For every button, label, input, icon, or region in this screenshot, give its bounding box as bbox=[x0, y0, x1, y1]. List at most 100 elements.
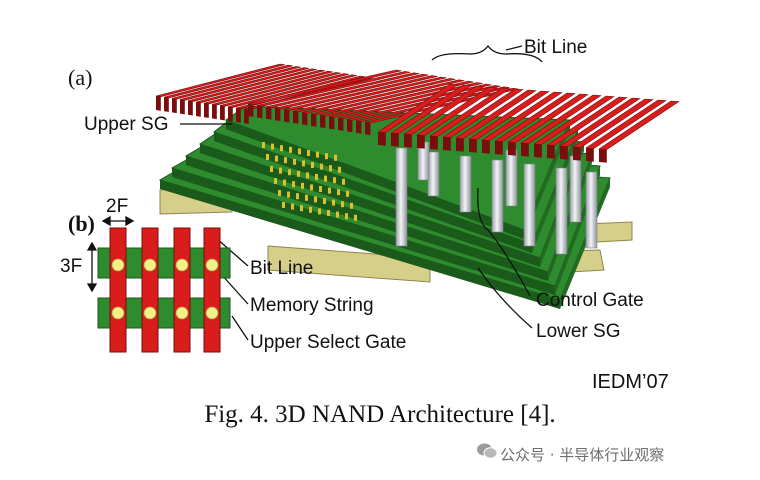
panel-b-string-dot bbox=[175, 306, 189, 320]
memory-string-dot bbox=[310, 184, 313, 191]
vertical-pillar bbox=[395, 147, 408, 247]
vertical-pillar bbox=[585, 171, 598, 249]
memory-string-dot bbox=[292, 181, 295, 188]
bit-line-right-bar-end bbox=[534, 144, 542, 158]
memory-string-dot bbox=[300, 205, 303, 212]
memory-string-dot bbox=[275, 155, 278, 162]
bit-line-right-bar-end bbox=[547, 145, 555, 159]
bit-line-left-bar-end bbox=[180, 99, 185, 115]
panel-b-string-dot bbox=[205, 306, 219, 320]
bit-line-center-bar-end bbox=[320, 115, 326, 129]
memory-string-dot bbox=[291, 203, 294, 210]
memory-string-dot bbox=[298, 148, 301, 155]
bit-line-center-bar-top bbox=[265, 72, 420, 108]
memory-string-dot bbox=[293, 158, 296, 165]
bit-line-center-bar-end bbox=[347, 119, 353, 133]
panel-a-label: (a) bbox=[68, 65, 93, 90]
vertical-pillar bbox=[459, 155, 472, 213]
vertical-pillar bbox=[491, 159, 504, 233]
bit-line-right-bar-end bbox=[456, 138, 464, 152]
bit-line-right-bar-end bbox=[404, 134, 412, 148]
memory-string-dot bbox=[323, 198, 326, 204]
panel-b-string-dot bbox=[143, 306, 157, 320]
bit-line-left-bar-end bbox=[244, 109, 249, 124]
lower-sg-label: Lower SG bbox=[536, 321, 621, 342]
memory-string-dot bbox=[316, 151, 319, 158]
memory-string-dot bbox=[302, 160, 305, 167]
bit-line-right-bar-end bbox=[417, 135, 425, 149]
memory-string-dot bbox=[283, 179, 286, 186]
memory-string-dot bbox=[334, 154, 337, 161]
bit-line-center-bar-end bbox=[311, 113, 317, 127]
memory-string-dot bbox=[297, 170, 300, 177]
panel-b-string-dot bbox=[143, 258, 157, 272]
vertical-pillar bbox=[523, 163, 536, 247]
vertical-pillars bbox=[395, 141, 598, 255]
memory-string-dot bbox=[328, 187, 331, 194]
bit-line-center-bar-end bbox=[275, 108, 281, 122]
memory-string-dot bbox=[305, 194, 308, 201]
memory-string-dot bbox=[345, 213, 348, 220]
bit-line-left-bar-end bbox=[212, 104, 217, 120]
bit-line-center-bar-end bbox=[248, 104, 254, 117]
bit-line-left-bar-end bbox=[204, 103, 209, 118]
bit-line-right-bar-end bbox=[482, 140, 490, 154]
memory-string-label: Memory String bbox=[250, 295, 374, 316]
memory-string-dot bbox=[314, 196, 317, 203]
memory-string-dot bbox=[338, 166, 341, 173]
panel-b-string-dot bbox=[111, 306, 125, 320]
bit-line-b-label: Bit Line bbox=[250, 258, 314, 279]
bit-line-center-bar-end bbox=[266, 106, 272, 120]
bit-line-center-bar-top bbox=[292, 76, 447, 113]
source-label: IEDM’07 bbox=[592, 371, 669, 393]
control-gate-label: Control Gate bbox=[536, 290, 644, 311]
panel-b-label: (b) bbox=[68, 211, 95, 236]
panel-b-bit-line-3 bbox=[173, 227, 191, 353]
leader-lines bbox=[180, 44, 543, 341]
memory-string-dot bbox=[337, 189, 340, 196]
memory-string-dot bbox=[274, 178, 277, 184]
memory-string-dot bbox=[333, 177, 336, 184]
memory-string-dot bbox=[350, 202, 353, 209]
memory-string-dot bbox=[336, 211, 339, 218]
memory-string-dot bbox=[309, 206, 312, 213]
bit-line-right-bar-end bbox=[430, 136, 438, 150]
panel-b-string-dot bbox=[205, 258, 219, 272]
wechat-icon bbox=[477, 443, 498, 459]
bit-line-left-bar-end bbox=[228, 106, 233, 122]
bit-line-left-bar-end bbox=[172, 98, 177, 114]
memory-string-dot bbox=[318, 208, 321, 215]
memory-string-dot bbox=[270, 166, 273, 172]
dim-3f-label: 3F bbox=[60, 256, 83, 277]
memory-string-dot bbox=[266, 154, 269, 160]
panel-b-top-view bbox=[97, 227, 231, 353]
bit-line-center-bar-end bbox=[365, 122, 371, 136]
bit-line-right-bar-end bbox=[508, 142, 516, 156]
gate-layer-side-1 bbox=[560, 178, 610, 309]
vertical-pillar bbox=[505, 149, 518, 207]
bit-line-right-bar-end bbox=[560, 146, 568, 160]
bit-line-center-bar-top bbox=[256, 71, 411, 107]
memory-string-dot bbox=[301, 182, 304, 189]
memory-string-dot bbox=[354, 214, 357, 221]
memory-string-dot bbox=[280, 145, 283, 152]
bit-line-left-bar-end bbox=[188, 100, 193, 116]
memory-string-dot bbox=[306, 172, 309, 179]
gate-layer-front-3 bbox=[186, 156, 548, 281]
dim-3f-arrow-bottom bbox=[86, 283, 98, 293]
gate-layer-side-6 bbox=[524, 120, 570, 239]
bit-line-center-bar-top bbox=[310, 79, 465, 115]
vertical-pillar bbox=[427, 151, 440, 197]
memory-string-dot bbox=[315, 174, 318, 180]
memory-string-dot bbox=[320, 163, 323, 170]
panel-b-bit-line-2 bbox=[141, 227, 159, 353]
memory-string-dot bbox=[288, 169, 291, 176]
memory-string-dot bbox=[262, 142, 265, 148]
bit-line-center-bar-end bbox=[338, 118, 344, 131]
memory-string-dot bbox=[271, 143, 274, 150]
memory-string-dot bbox=[327, 210, 330, 216]
bit-line-right-bar-end bbox=[378, 132, 386, 146]
panel-b-bit-line-4 bbox=[203, 227, 221, 353]
memory-string-dot bbox=[332, 199, 335, 206]
